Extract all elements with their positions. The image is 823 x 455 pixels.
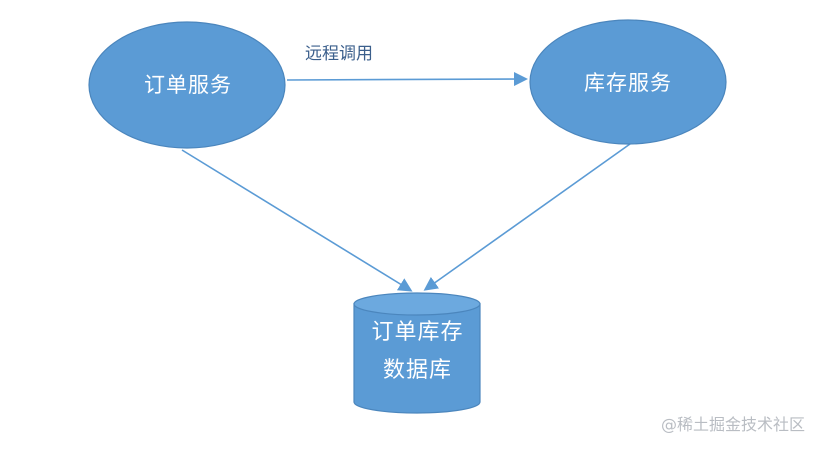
remote-call-label: 远程调用 — [305, 44, 373, 64]
database-label-line-1: 订单库存 — [371, 320, 464, 345]
database-label: 订单库存 数据库 — [355, 314, 480, 404]
edge-inventory-to-database — [423, 143, 631, 291]
database-node — [353, 292, 481, 414]
edge-order-to-database — [181, 149, 413, 292]
database-label-line-2: 数据库 — [382, 358, 452, 383]
edge-order-to-inventory — [286, 72, 528, 87]
database-body — [353, 303, 481, 414]
database-top — [353, 292, 481, 316]
watermark-text: @稀土掘金技术社区 — [660, 415, 805, 434]
order-service-node — [88, 21, 286, 149]
order-service-label: 订单服务 — [144, 73, 232, 97]
inventory-service-node — [529, 19, 727, 145]
inventory-service-label: 库存服务 — [584, 71, 672, 95]
